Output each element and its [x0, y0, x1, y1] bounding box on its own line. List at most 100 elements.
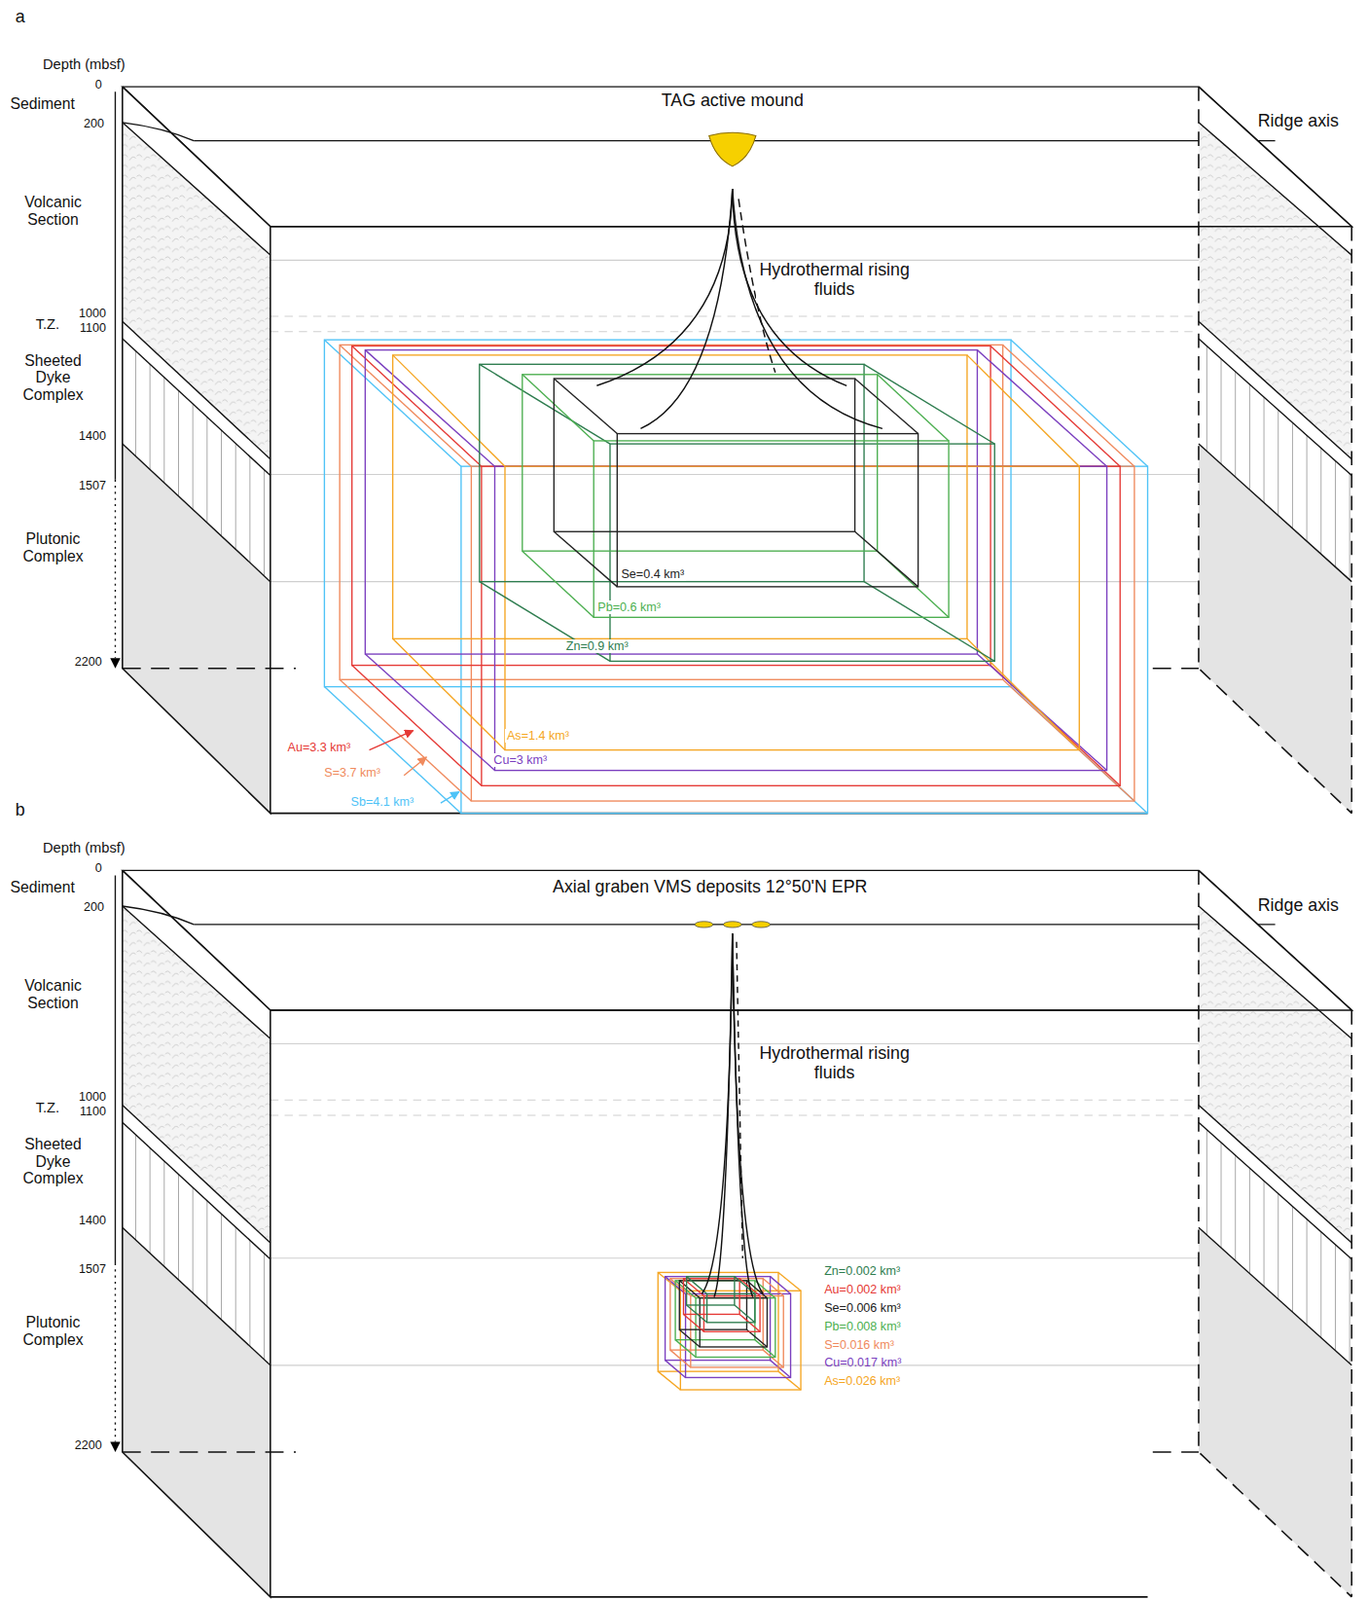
- box-edge: [393, 638, 505, 750]
- box-edge: [679, 1329, 700, 1347]
- box-back: [324, 339, 1011, 686]
- layer-boundary: [1198, 321, 1352, 460]
- ridge-axis-dashed: [1198, 869, 1352, 1597]
- layer-label: 0: [95, 77, 103, 92]
- layer-label: Sediment: [9, 95, 74, 113]
- block-outline: [122, 869, 1352, 1597]
- crust-block: [109, 86, 1352, 814]
- layer-boundary: [122, 1226, 271, 1366]
- volume-label: Se=0.006 km³: [824, 1300, 901, 1315]
- box-back: [553, 378, 855, 532]
- layer-label: Depth (mbsf): [42, 56, 126, 72]
- horizon-line: [270, 316, 1352, 318]
- box-edge: [734, 1304, 756, 1323]
- layer-label: a: [15, 7, 26, 28]
- layer-label: 1507: [78, 478, 107, 493]
- fluid-line: [640, 188, 732, 429]
- box-edge: [778, 1370, 801, 1390]
- box-edge: [675, 1339, 696, 1358]
- tag-mound: [709, 132, 756, 167]
- layer-label: 1400: [78, 1213, 107, 1227]
- layer-label: Sheeted Dyke Complex: [5, 352, 100, 404]
- box-edge: [479, 363, 611, 444]
- left-face-plutonic: [122, 1226, 271, 1597]
- box-edge: [864, 581, 995, 662]
- box-edge: [522, 550, 594, 617]
- box-edge: [967, 355, 1080, 467]
- layer-boundary: [1198, 905, 1352, 1039]
- box-edge: [665, 1360, 686, 1378]
- box-back: [364, 350, 977, 654]
- box-front: [616, 433, 918, 587]
- hydrothermal-fluids: [701, 933, 763, 1296]
- volume-label: Se=0.4 km³: [618, 567, 686, 581]
- volume-label: Cu=0.017 km³: [824, 1355, 901, 1369]
- layer-label: 1000: [78, 306, 107, 321]
- volume-label: Au=3.3 km³: [286, 740, 354, 755]
- volume-label: Pb=0.6 km³: [595, 600, 663, 614]
- layer-label: Hydrothermal rising fluids: [756, 260, 913, 300]
- depth-arrow: [109, 657, 120, 668]
- box-back: [522, 374, 878, 551]
- layer-boundary: [1198, 1104, 1352, 1243]
- horizon-line: [270, 1364, 1352, 1366]
- box-front: [707, 1293, 756, 1322]
- layer-label: 2200: [74, 654, 103, 669]
- box-edge: [976, 350, 1107, 468]
- volume-label: Zn=0.002 km³: [824, 1263, 900, 1278]
- volume-box: [352, 345, 1120, 786]
- layer-boundary: [122, 338, 271, 475]
- box-front: [695, 1297, 776, 1358]
- box-edge: [364, 350, 495, 468]
- horizon-line: [270, 330, 1352, 332]
- horizon-line: [270, 1114, 1352, 1116]
- box-edge: [553, 531, 617, 587]
- box-front: [703, 1296, 760, 1332]
- volume-label: Sb=4.1 km³: [349, 794, 417, 809]
- layer-boundary: [1198, 338, 1352, 475]
- box-front: [470, 466, 1135, 801]
- layer-label: Plutonic Complex: [5, 530, 100, 565]
- volume-label: As=0.026 km³: [824, 1373, 900, 1388]
- box-edge: [855, 531, 919, 587]
- layer-label: Ridge axis: [1258, 111, 1339, 132]
- box-front: [461, 466, 1149, 813]
- sediment-curve: [122, 122, 194, 142]
- layer-label: b: [15, 800, 26, 821]
- volume-box: [670, 1278, 784, 1368]
- leader-arrow: [369, 730, 414, 751]
- layer-boundary: [122, 321, 271, 460]
- volume-box: [479, 363, 995, 661]
- box-edge: [686, 1304, 708, 1323]
- layer-label: 0: [95, 861, 103, 875]
- box-front: [690, 1296, 784, 1368]
- vms-deposit: [722, 921, 742, 928]
- volume-box: [364, 350, 1107, 771]
- box-front: [685, 1293, 792, 1377]
- box-edge: [553, 378, 617, 434]
- box-edge: [762, 1349, 784, 1368]
- box-front: [593, 440, 949, 617]
- layer-label: Volcanic Section: [5, 976, 100, 1011]
- layer-label: T.Z.: [36, 1099, 60, 1116]
- layer-boundary: [122, 1121, 271, 1259]
- box-back: [393, 355, 968, 639]
- layer-label: 1507: [78, 1261, 107, 1276]
- volume-box: [675, 1280, 776, 1358]
- ridge-axis-dashed: [1198, 86, 1352, 814]
- layer-label: Volcanic Section: [5, 193, 100, 228]
- layer-label: Plutonic Complex: [5, 1313, 100, 1348]
- volume-label: Cu=3 km³: [491, 753, 549, 767]
- leader-arrow: [403, 756, 427, 776]
- depth-2200-line: [122, 667, 296, 670]
- volume-label: S=0.016 km³: [824, 1337, 895, 1352]
- volume-box: [339, 344, 1135, 801]
- volume-box: [324, 339, 1148, 813]
- volume-box: [665, 1276, 792, 1378]
- layer-boundary: [122, 443, 271, 582]
- box-back: [352, 345, 991, 665]
- fluid-line: [714, 933, 733, 1296]
- layer-boundary: [122, 905, 271, 1039]
- box-edge: [990, 345, 1120, 467]
